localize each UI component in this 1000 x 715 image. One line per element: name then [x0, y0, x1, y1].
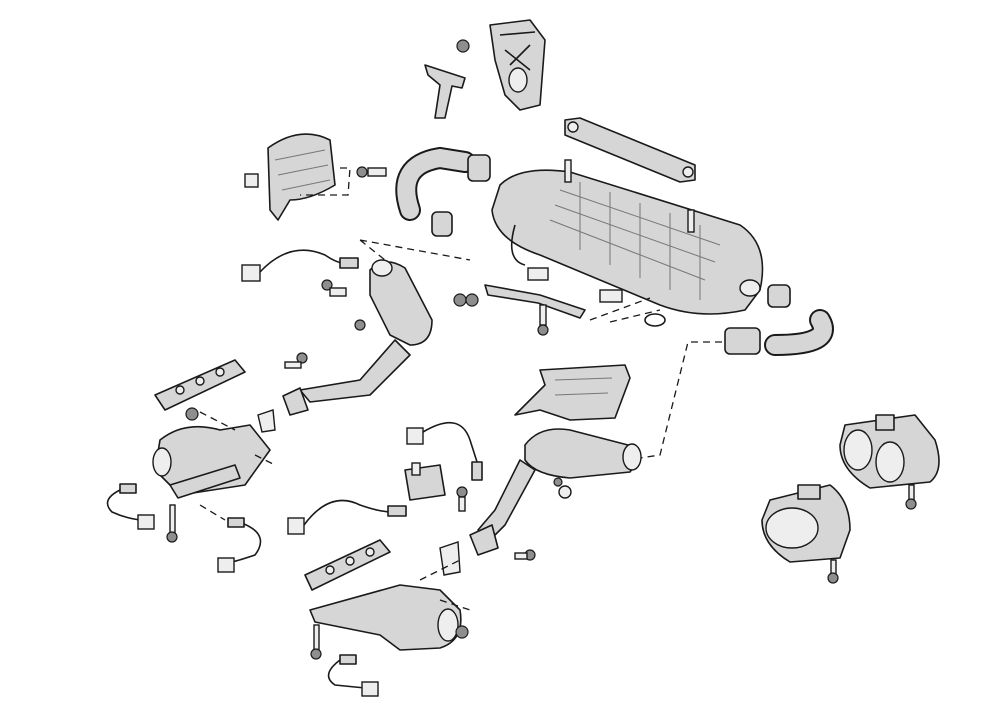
- bolt: [827, 559, 839, 584]
- ring: [644, 313, 666, 327]
- bolt: [356, 166, 387, 178]
- flange-gasket: [257, 409, 276, 433]
- bolt: [456, 486, 468, 512]
- nut: [185, 407, 199, 421]
- exhaust-manifold-left: [152, 424, 271, 499]
- bolt: [310, 624, 322, 660]
- bolt: [284, 352, 308, 369]
- exhaust-manifold-lower: [309, 584, 462, 651]
- oxygen-sensor: [241, 249, 359, 282]
- heat-shield-front: [267, 133, 336, 221]
- hose-clamp: [431, 211, 453, 237]
- hose-clamp: [724, 327, 761, 355]
- bolt: [905, 484, 917, 510]
- oxygen-sensor: [287, 499, 407, 535]
- rear-muffler: [491, 159, 764, 315]
- bolt: [354, 319, 366, 331]
- bolt: [514, 549, 536, 561]
- front-pipe-lower: [469, 459, 536, 556]
- front-pipe-upper: [282, 339, 411, 416]
- twin-tailpipe-tip: [839, 414, 940, 489]
- tailpipe-hose: [764, 309, 834, 356]
- mounting-bar: [564, 117, 696, 183]
- oxygen-sensor: [217, 517, 262, 573]
- single-tailpipe-tip: [761, 484, 851, 563]
- nut: [453, 293, 479, 307]
- upper-mount-bracket: [489, 19, 546, 111]
- manifold-gasket-lower: [304, 539, 391, 591]
- manifold-gasket-left: [154, 359, 246, 411]
- oxygen-sensor: [327, 654, 379, 697]
- nut: [456, 39, 470, 53]
- catalytic-converter-lower: [524, 428, 642, 479]
- bolt: [166, 504, 178, 543]
- oxygen-sensor: [106, 483, 155, 530]
- oxygen-sensor: [406, 421, 483, 481]
- hose-clamp: [467, 154, 491, 182]
- washer: [553, 477, 572, 499]
- hose-clamp: [767, 284, 791, 308]
- connecting-hose: [395, 146, 476, 221]
- heat-shield-strap: [484, 267, 623, 319]
- bolt: [537, 304, 549, 336]
- nut: [455, 625, 469, 639]
- mount-link: [424, 64, 466, 119]
- flange-gasket: [439, 541, 461, 576]
- heat-shield-rear: [514, 364, 631, 421]
- catalytic-converter-upper: [369, 259, 433, 346]
- clip: [244, 173, 259, 188]
- sensor-bracket: [404, 462, 446, 501]
- bolt: [321, 279, 347, 297]
